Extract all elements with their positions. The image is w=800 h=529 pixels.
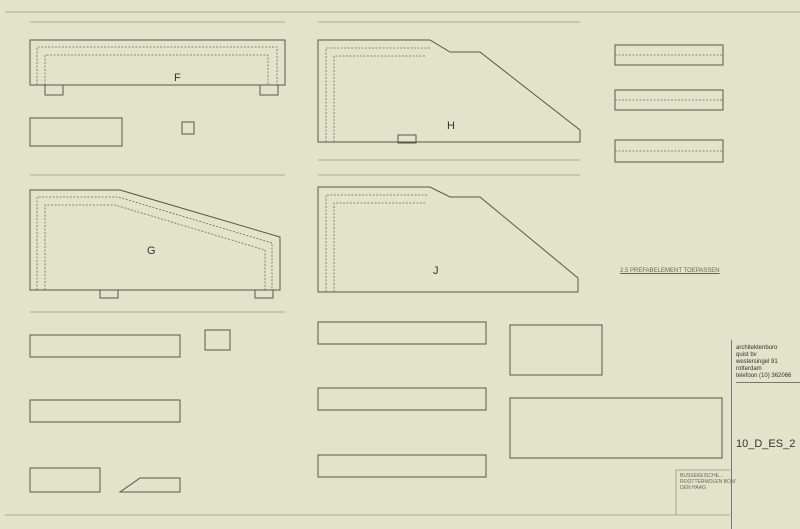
element-g bbox=[29, 174, 285, 313]
office-name: architektenburo bbox=[736, 345, 778, 351]
office-street: westersingel 91 bbox=[736, 359, 778, 365]
office-company: quist bv bbox=[736, 352, 757, 358]
label-g: G bbox=[147, 245, 156, 257]
label-h: H bbox=[447, 120, 455, 132]
element-j bbox=[317, 174, 580, 293]
project-line-2: ROOTTERMOLEN BOW bbox=[680, 479, 736, 485]
title-block: architektenburo quist bv westersingel 91… bbox=[731, 340, 800, 529]
label-j: J bbox=[433, 265, 439, 277]
project-line-3: DEN HAAG bbox=[680, 485, 707, 491]
element-h bbox=[317, 21, 581, 161]
bottom-sections bbox=[29, 321, 730, 515]
label-f: F bbox=[174, 72, 181, 84]
office-city: rotterdam bbox=[736, 366, 762, 372]
side-sections bbox=[614, 44, 724, 163]
office-phone: telefoon (10) 362066 bbox=[736, 373, 800, 383]
element-f bbox=[29, 21, 286, 147]
prefab-note: 2.5 PREFABELEMENT TOEPASSEN bbox=[620, 268, 720, 274]
project-line-1: BUSSEKEISCHE... bbox=[680, 473, 724, 479]
drawing-number: 10_D_ES_2 bbox=[736, 438, 796, 450]
